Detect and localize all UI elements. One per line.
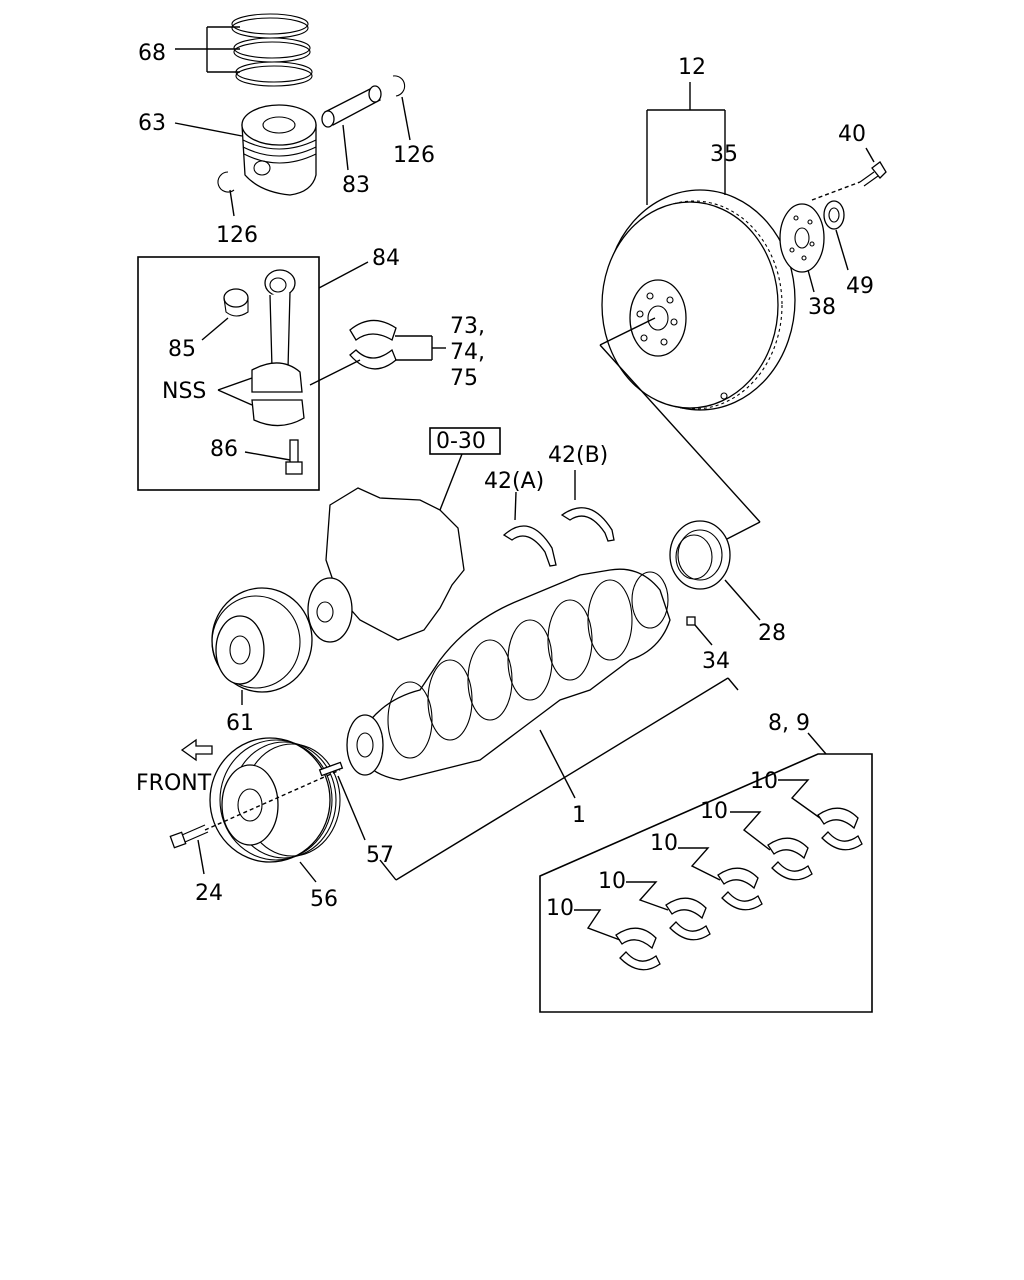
label-42a: 42(A) [484,469,544,494]
labels: 68 63 126 126 83 84 85 73, 74, 75 NSS 86… [136,41,874,921]
label-10-b: 10 [598,869,626,894]
label-56: 56 [310,887,338,912]
label-73: 73, [450,314,485,339]
label-74: 74, [450,340,485,365]
connecting-rod [251,269,305,427]
label-40: 40 [838,122,866,147]
label-12: 12 [678,55,706,80]
flywheel [601,189,796,411]
label-63: 63 [138,111,166,136]
front-arrow-icon [180,738,213,762]
label-85: 85 [168,337,196,362]
piston [241,104,317,196]
flywheel-bolt [859,161,887,187]
label-86: 86 [210,437,238,462]
label-49: 49 [846,274,874,299]
thrust-washer-b [560,507,615,542]
crankshaft [346,568,671,781]
crank-pulley [209,737,341,863]
snap-ring-left [217,171,235,193]
oil-pump-housing [307,487,465,643]
bushing [223,288,249,317]
label-nss: NSS [162,379,206,404]
label-126-right: 126 [393,143,435,168]
label-57: 57 [366,843,394,868]
label-24: 24 [195,881,223,906]
pulley-bolt [169,824,209,849]
snap-ring-right [392,75,406,97]
label-38: 38 [808,295,836,320]
reinforcement-plate [779,203,825,273]
conrod-bearings [349,319,397,370]
label-8-9: 8, 9 [768,711,810,736]
pulley-61 [211,587,313,693]
main-bearings-box [539,753,873,1013]
label-0-30: 0-30 [436,429,486,454]
label-10-e: 10 [750,769,778,794]
piston-pin [321,85,382,128]
label-126-left: 126 [216,223,258,248]
label-35: 35 [710,142,738,167]
label-83: 83 [342,173,370,198]
label-34: 34 [702,649,730,674]
label-1: 1 [572,803,586,828]
label-84: 84 [372,246,400,271]
label-10-d: 10 [700,799,728,824]
label-10-c: 10 [650,831,678,856]
label-42b: 42(B) [548,443,608,468]
conrod-bolt [285,439,303,475]
label-front: FRONT [136,771,212,796]
conrod-box [137,256,320,491]
label-68: 68 [138,41,166,66]
main-bearings [615,807,863,971]
label-10-a: 10 [546,896,574,921]
plug [686,616,696,626]
crankshaft-gear [669,520,731,590]
piston-rings [231,13,313,87]
pilot-bearing [823,200,845,230]
thrust-washer-a [502,525,557,567]
label-28: 28 [758,621,786,646]
key [318,761,344,777]
label-61: 61 [226,711,254,736]
ref-box [429,427,501,455]
label-75: 75 [450,366,478,391]
